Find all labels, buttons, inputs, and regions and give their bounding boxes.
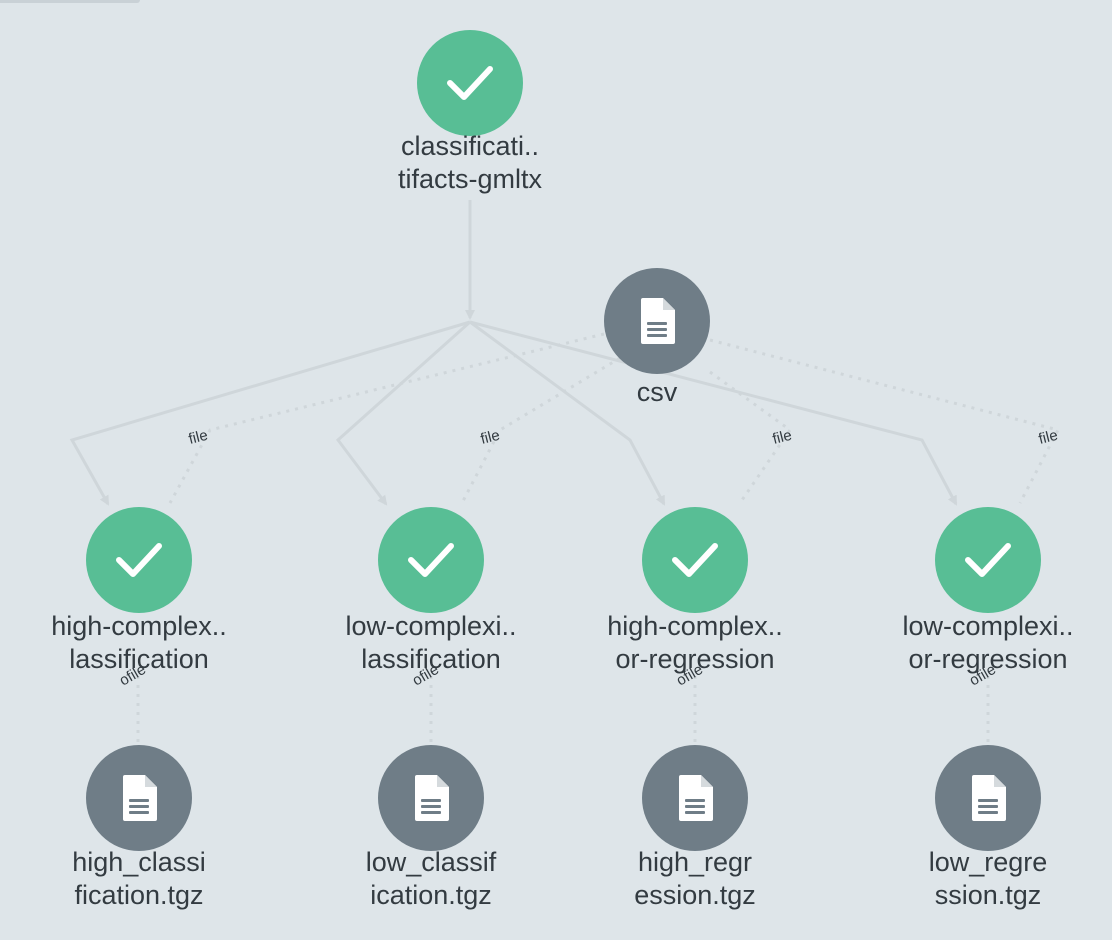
node-output-2-label-line2: ication.tgz xyxy=(370,880,492,910)
node-output-3-label-line2: ession.tgz xyxy=(634,880,756,910)
node-output-3-label: high_regr ession.tgz xyxy=(580,846,810,912)
node-csv-label-line1: csv xyxy=(636,377,678,407)
node-root-label-line2: tifacts-gmltx xyxy=(397,164,543,194)
node-task-1-label-line2: lassification xyxy=(69,644,209,674)
node-task-1-label: high-complex.. lassification xyxy=(24,610,254,676)
edge-csv-to-task-2 xyxy=(460,356,621,504)
node-output-4-label-line1: low_regre xyxy=(928,847,1048,877)
node-task-4-label: low-complexi.. or-regression xyxy=(873,610,1103,676)
scrollbar[interactable] xyxy=(0,0,140,3)
edge-label-file-2: file xyxy=(479,427,502,448)
node-task-high-complexity-regression[interactable] xyxy=(642,507,748,613)
edge-csv-to-task-4 xyxy=(709,338,1061,504)
node-task-3-label-line1: high-complex.. xyxy=(607,611,783,641)
node-task-high-complexity-classification[interactable] xyxy=(86,507,192,613)
edge-label-file-3: file xyxy=(771,427,794,448)
node-output-1-label-line2: fication.tgz xyxy=(74,880,204,910)
check-icon xyxy=(116,543,162,577)
node-output-1-label-line1: high_classi xyxy=(72,847,206,877)
edge-junction-to-task-1 xyxy=(69,320,471,506)
node-task-4-label-line1: low-complexi.. xyxy=(902,611,1074,641)
node-task-3-label-line2: or-regression xyxy=(615,644,775,674)
node-output-1-label: high_classi fication.tgz xyxy=(24,846,254,912)
edge-csv-to-task-1 xyxy=(168,332,605,504)
node-root-workflow[interactable] xyxy=(417,30,523,136)
node-output-low-classification[interactable] xyxy=(378,745,484,851)
check-icon xyxy=(672,543,718,577)
edge-label-file-1: file xyxy=(187,427,210,448)
file-icon xyxy=(679,775,713,821)
check-icon xyxy=(965,543,1011,577)
check-icon xyxy=(447,66,493,100)
check-icon xyxy=(408,543,454,577)
node-task-2-label: low-complexi.. lassification xyxy=(316,610,546,676)
file-icon xyxy=(972,775,1006,821)
node-task-2-label-line2: lassification xyxy=(361,644,501,674)
file-icon xyxy=(641,298,675,344)
edge-junction-to-task-2 xyxy=(335,320,471,506)
node-output-high-regression[interactable] xyxy=(642,745,748,851)
node-csv-artifact[interactable] xyxy=(604,268,710,374)
node-csv-label: csv xyxy=(542,376,772,409)
node-task-low-complexity-classification[interactable] xyxy=(378,507,484,613)
node-output-4-label: low_regre ssion.tgz xyxy=(873,846,1103,912)
node-output-low-regression[interactable] xyxy=(935,745,1041,851)
file-icon xyxy=(123,775,157,821)
edge-label-file-4: file xyxy=(1037,427,1060,448)
node-output-2-label: low_classif ication.tgz xyxy=(316,846,546,912)
node-output-4-label-line2: ssion.tgz xyxy=(934,880,1042,910)
node-task-low-complexity-regression[interactable] xyxy=(935,507,1041,613)
node-output-high-classification[interactable] xyxy=(86,745,192,851)
node-task-3-label: high-complex.. or-regression xyxy=(580,610,810,676)
file-icon xyxy=(415,775,449,821)
node-task-2-label-line1: low-complexi.. xyxy=(345,611,517,641)
edge-junction-to-task-3 xyxy=(469,320,666,506)
edge-junction-to-task-4 xyxy=(469,320,958,506)
node-root-label: classificati.. tifacts-gmltx xyxy=(355,130,585,196)
node-task-4-label-line2: or-regression xyxy=(908,644,1068,674)
node-root-label-line1: classificati.. xyxy=(400,131,540,161)
node-task-1-label-line1: high-complex.. xyxy=(51,611,227,641)
node-output-3-label-line1: high_regr xyxy=(637,847,753,877)
node-output-2-label-line1: low_classif xyxy=(365,847,497,877)
